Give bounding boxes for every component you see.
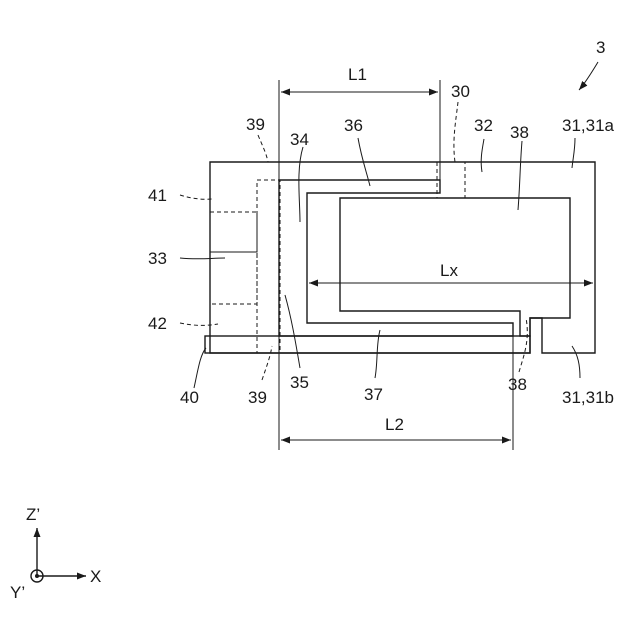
label-39-bottom: 39 <box>248 388 267 407</box>
leader-39-top <box>258 135 268 162</box>
dashed-box-upper <box>210 212 257 252</box>
label-lx: Lx <box>440 261 458 280</box>
label-37: 37 <box>364 385 383 404</box>
label-32: 32 <box>474 116 493 135</box>
label-41: 41 <box>148 186 167 205</box>
label-36: 36 <box>344 116 363 135</box>
figure-ref-arrow <box>579 62 598 90</box>
leader-42 <box>180 323 218 325</box>
label-38-top: 38 <box>510 123 529 142</box>
label-l2: L2 <box>385 415 404 434</box>
label-35: 35 <box>290 373 309 392</box>
label-34: 34 <box>290 130 309 149</box>
leader-33 <box>180 258 225 259</box>
label-31a: 31,31a <box>562 116 615 135</box>
leader-41 <box>180 195 212 199</box>
label-39-top: 39 <box>246 115 265 134</box>
label-33: 33 <box>148 249 167 268</box>
label-3: 3 <box>596 38 605 57</box>
y-axis-dot <box>35 574 39 578</box>
leader-31a <box>572 138 575 168</box>
main-body-outline <box>210 162 595 353</box>
label-l1: L1 <box>348 65 367 84</box>
leader-35 <box>285 295 300 368</box>
c-shaped-element <box>279 180 513 336</box>
label-30: 30 <box>451 82 470 101</box>
axis-label-x: X <box>90 567 101 586</box>
label-38-bottom: 38 <box>508 375 527 394</box>
bottom-strip-40 <box>205 336 530 353</box>
leader-37 <box>375 330 380 378</box>
leader-38-top <box>518 141 522 210</box>
axis-label-z: Z’ <box>26 505 40 524</box>
leader-39-bottom <box>262 346 272 380</box>
leader-34 <box>299 147 303 222</box>
label-42: 42 <box>148 314 167 333</box>
dashed-region-30 <box>437 162 465 198</box>
label-40: 40 <box>180 388 199 407</box>
leader-30 <box>454 102 458 162</box>
axis-label-y: Y’ <box>10 583 25 602</box>
label-31b: 31,31b <box>562 388 614 407</box>
dashed-box-lower <box>210 252 257 304</box>
dashed-region-39 <box>257 180 280 353</box>
leader-40 <box>194 348 206 388</box>
leader-32 <box>481 139 484 172</box>
leader-31b <box>572 346 580 378</box>
